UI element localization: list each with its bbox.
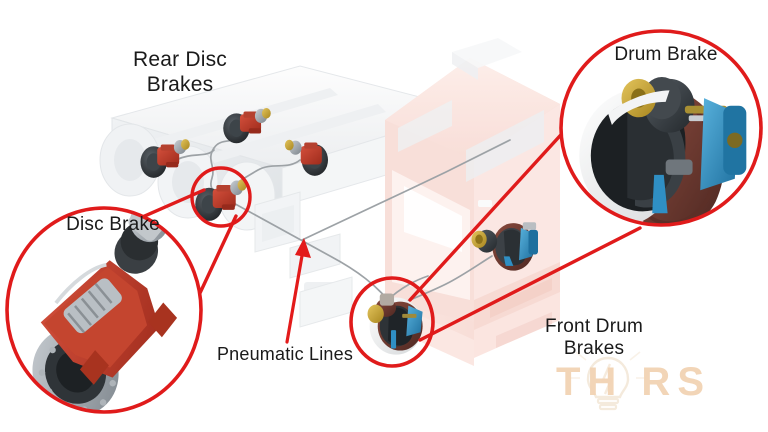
disc-brake-cutaway-image bbox=[7, 208, 201, 412]
front-drum-brake-highlight-ring bbox=[349, 276, 435, 368]
front-drum-brake-2 bbox=[367, 293, 423, 355]
watermark-lightbulb-icon bbox=[570, 351, 646, 411]
disc-callout-ring bbox=[5, 206, 203, 414]
rear-disc-brake-2 bbox=[140, 139, 190, 178]
front-drum-brake-assemblies bbox=[367, 222, 538, 355]
drum-brake-cutaway-image bbox=[561, 31, 761, 225]
disc-brake-callout[interactable] bbox=[0, 167, 259, 431]
rear-disc-brake-3 bbox=[284, 139, 328, 176]
label-pneumatic-lines: Pneumatic Lines bbox=[216, 344, 354, 364]
watermark-text: TH RS bbox=[556, 360, 711, 404]
rear-disc-brake-highlight-ring bbox=[190, 166, 252, 228]
drum-callout-leader-b bbox=[418, 226, 642, 342]
drum-callout-ring bbox=[559, 29, 763, 227]
rear-disc-brake-4 bbox=[195, 179, 247, 221]
label-disc-brake: Disc Brake bbox=[66, 214, 160, 235]
rear-disc-brake-1 bbox=[223, 108, 271, 144]
pneumatic-lines-arrow bbox=[285, 238, 311, 344]
front-drum-brake-1 bbox=[471, 222, 538, 271]
label-rear-disc-brakes: Rear Disc Brakes bbox=[133, 48, 227, 96]
label-front-drum-brakes: Front Drum Brakes bbox=[544, 316, 644, 360]
label-drum-brake: Drum Brake bbox=[614, 44, 718, 65]
drum-brake-callout[interactable] bbox=[559, 29, 763, 230]
rear-disc-brake-assemblies bbox=[140, 108, 328, 221]
